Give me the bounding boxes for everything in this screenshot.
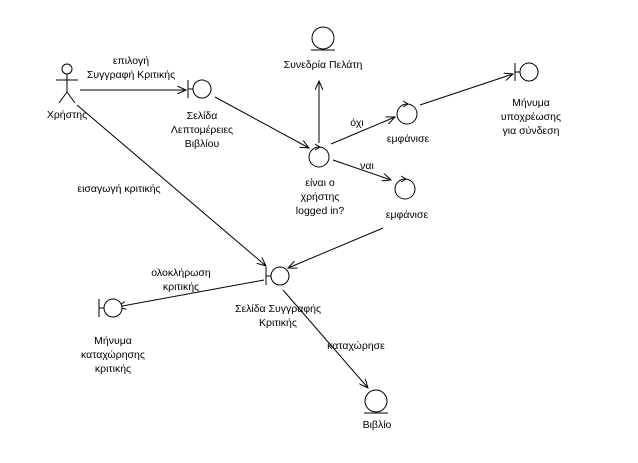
boundary-login-required-message: Μήνυμα υποχρέωσης για σύνδεση <box>501 62 561 137</box>
actor-user: Χρήστης <box>47 63 87 121</box>
boundary-book-details-line-2: Λεπτομέρειες <box>171 124 233 136</box>
boundary-review-saved-message: Μήνυμα καταχώρησης κριτικής <box>81 298 145 375</box>
actor-label: Χρήστης <box>47 109 87 121</box>
edge-book-details-to-check <box>214 96 309 148</box>
boundary-review-saved-message-line-1: Μήνυμα <box>94 335 132 347</box>
edge-label-complete-line-1: ολοκλήρωση <box>151 267 211 279</box>
control-is-user-logged-in: είναι ο χρήστης logged in? <box>296 143 345 217</box>
control-show-yes: εμφάνισε <box>386 175 429 221</box>
control-show-no-label: εμφάνισε <box>387 133 430 145</box>
edge-label-save: καταχώρησε <box>327 340 385 352</box>
edge-write-page-to-saved-msg <box>117 279 265 307</box>
entity-book-label: Βιβλίο <box>363 419 392 431</box>
edge-label-select-line-2: Συγγραφή Κριτικής <box>87 69 175 81</box>
control-is-user-logged-in-line-1: είναι ο <box>305 177 335 189</box>
edge-show-no-to-login-msg <box>419 74 513 106</box>
entity-customer-session: Συνεδρία Πελάτη <box>284 26 363 71</box>
edge-label-complete-line-2: κριτικής <box>163 281 199 293</box>
edge-check-to-show-yes <box>332 159 391 180</box>
boundary-write-review-page-line-1: Σελίδα Συγγραφής <box>235 303 321 315</box>
boundary-write-review-page-line-2: Κριτικής <box>259 317 297 329</box>
edge-label-enter-review: εισαγωγή κριτικής <box>77 183 160 195</box>
boundary-write-review-page: Σελίδα Συγγραφής Κριτικής <box>235 266 321 329</box>
boundary-review-saved-message-line-2: καταχώρησης <box>81 349 145 361</box>
edge-actor-to-write-review-page <box>76 104 266 266</box>
edge-label-no: όχι <box>350 117 364 129</box>
entity-customer-session-label: Συνεδρία Πελάτη <box>284 59 363 71</box>
boundary-login-required-message-line-3: για σύνδεση <box>503 125 560 137</box>
edge-check-to-show-no <box>330 117 395 145</box>
control-is-user-logged-in-line-2: χρήστης <box>301 191 340 203</box>
edge-label-yes: ναι <box>360 160 374 172</box>
boundary-review-saved-message-line-3: κριτικής <box>95 363 131 375</box>
edge-write-page-to-book <box>282 289 368 388</box>
control-is-user-logged-in-line-3: logged in? <box>296 205 345 217</box>
entity-book: Βιβλίο <box>363 389 392 431</box>
boundary-book-details-line-1: Σελίδα <box>187 110 218 122</box>
boundary-book-details-line-3: Βιβλίου <box>185 138 220 150</box>
boundary-login-required-message-line-1: Μήνυμα <box>512 97 550 109</box>
stick-figure-icon <box>56 63 78 104</box>
control-show-yes-label: εμφάνισε <box>386 209 429 221</box>
boundary-login-required-message-line-2: υποχρέωσης <box>501 111 561 123</box>
boundary-book-details: Σελίδα Λεπτομέρειες Βιβλίου <box>171 79 233 150</box>
edge-show-yes-to-write-page <box>288 227 384 268</box>
edge-label-select-line-1: επιλογή <box>113 55 149 67</box>
control-show-no: εμφάνισε <box>387 100 430 145</box>
